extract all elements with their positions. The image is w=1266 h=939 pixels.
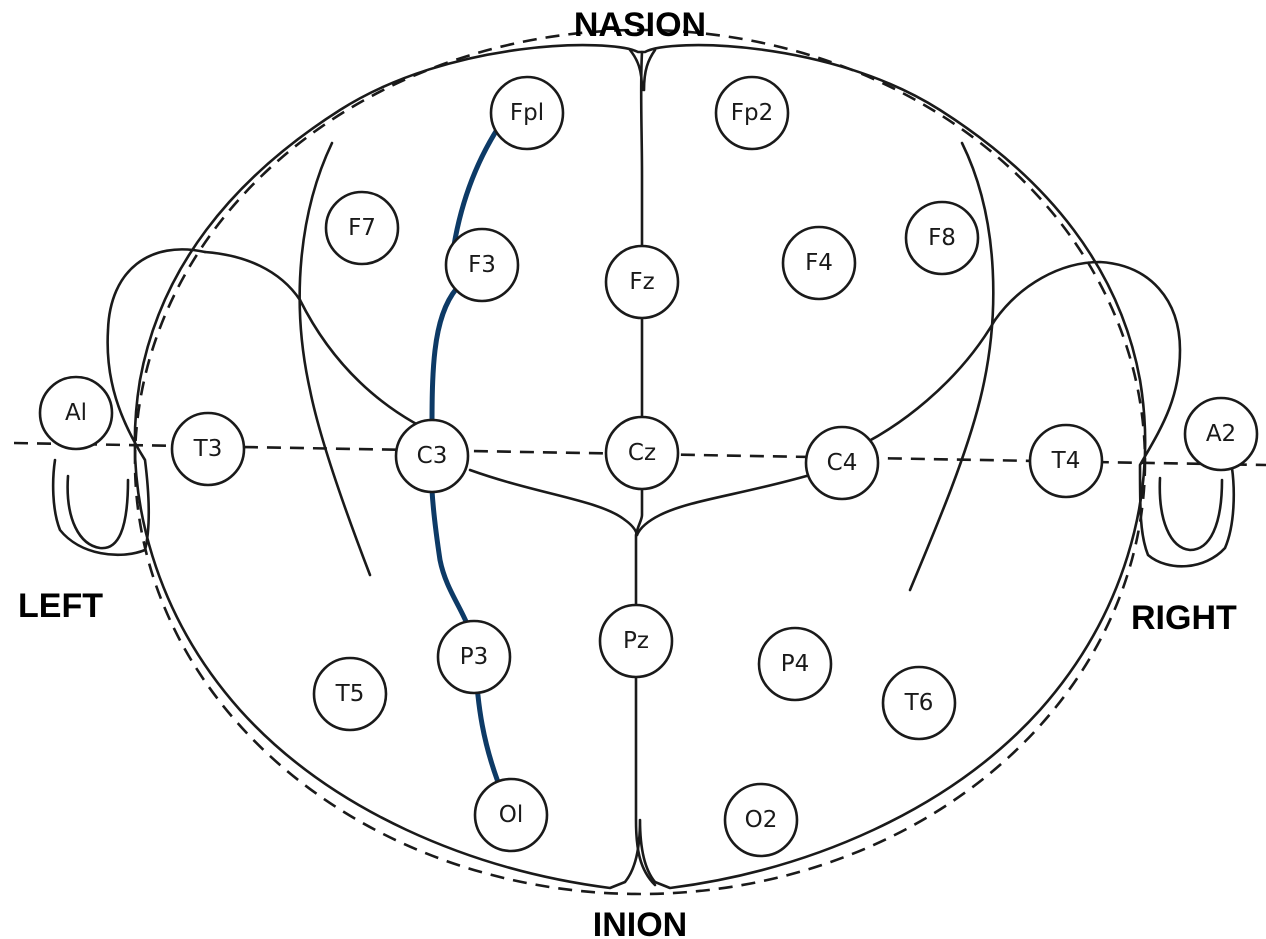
electrode-label: P3 [460,644,489,670]
central-curve-left [468,468,639,537]
longitudinal-fissure [634,50,657,887]
electrode-o2[interactable]: O2 [723,782,799,858]
electrode-label: Al [65,400,87,426]
electrode-a1[interactable]: Al [38,375,114,451]
electrode-label: F8 [928,225,956,251]
inion-label: INION [593,906,687,939]
left-ear-top [203,250,302,302]
electrode-label: Fpl [510,100,544,126]
electrode-label: Pz [623,628,649,654]
electrode-t3[interactable]: T3 [170,411,246,487]
electrode-f8[interactable]: F8 [904,200,980,276]
electrode-label: A2 [1206,421,1236,447]
electrode-t4[interactable]: T4 [1028,423,1104,499]
brain-outline [133,43,1147,890]
electrode-label: T4 [1051,448,1081,474]
electrode-label: T6 [904,690,934,716]
electrode-label: Cz [628,440,656,466]
fissure-right-lobe [642,48,657,92]
electrode-label: Ol [499,802,524,828]
electrode-label: C4 [827,450,858,476]
electrode-t6[interactable]: T6 [881,665,957,741]
sylvian-fissure-right [908,141,995,592]
electrode-p4[interactable]: P4 [757,626,833,702]
fissure-left-lobe [628,48,644,92]
left-label: LEFT [18,587,103,625]
electrode-label: Fp2 [731,100,773,126]
electrode-label: F7 [348,215,376,241]
electrode-c3[interactable]: C3 [394,418,470,494]
electrode-o1[interactable]: Ol [473,777,549,853]
electrode-label: T5 [335,681,365,707]
left-ear [51,248,207,557]
right-ear-inner [1158,476,1224,552]
electrode-pz[interactable]: Pz [598,603,674,679]
right-ear [993,260,1236,568]
electrode-c4[interactable]: C4 [804,425,880,501]
electrode-fz[interactable]: Fz [604,244,680,320]
electrode-label: P4 [781,651,810,677]
electrode-cz[interactable]: Cz [604,415,680,491]
electrode-label: O2 [745,807,778,833]
electrode-fp1[interactable]: Fpl [489,75,565,151]
sylvian-fissure-left [298,141,372,577]
electrode-label: F4 [805,250,833,276]
nasion-label: NASION [574,6,706,44]
electrode-f4[interactable]: F4 [781,225,857,301]
electrode-f7[interactable]: F7 [324,190,400,266]
electrode-label: Fz [629,269,654,295]
electrode-t5[interactable]: T5 [312,656,388,732]
electrode-a2[interactable]: A2 [1183,396,1259,472]
central-curve-right [635,473,812,537]
electrode-label: F3 [468,252,496,278]
electrode-p3[interactable]: P3 [436,619,512,695]
electrode-fp2[interactable]: Fp2 [714,75,790,151]
electrode-label: C3 [417,443,448,469]
right-label: RIGHT [1131,599,1237,637]
left-ear-inner [66,474,130,550]
electrode-f3[interactable]: F3 [444,227,520,303]
electrode-label: T3 [193,436,223,462]
